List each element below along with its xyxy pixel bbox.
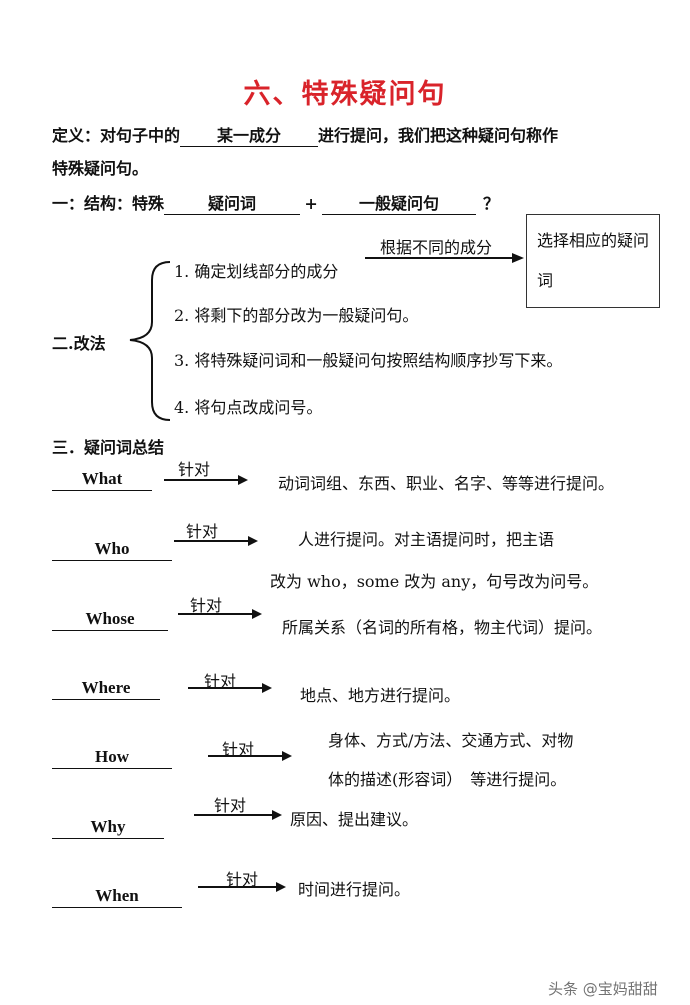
arrow-why xyxy=(194,810,282,820)
desc-whose-1: 所属关系（名词的所有格，物主代词）提问。 xyxy=(282,618,603,637)
definition-line-2: 特殊疑问句。 xyxy=(52,159,149,178)
arrow-label-when: 针对 xyxy=(226,870,259,889)
desc-how-2: 体的描述(形容词） 等进行提问。 xyxy=(328,770,567,789)
arrow-label-why: 针对 xyxy=(214,796,247,815)
arrow-when xyxy=(198,882,286,892)
arrow-label-who: 针对 xyxy=(186,522,219,541)
watermark: 头条 @宝妈甜甜 xyxy=(548,980,658,998)
definition-prefix: 定义：对句子中的 xyxy=(52,126,181,145)
arrow-where xyxy=(188,683,272,693)
method-result-box: 选择相应的疑问词 xyxy=(526,214,660,308)
arrow-label-whose: 针对 xyxy=(190,596,223,615)
desc-how-1: 身体、方式/方法、交通方式、对物 xyxy=(328,731,574,750)
desc-when-1: 时间进行提问。 xyxy=(298,880,411,899)
arrow-what xyxy=(164,475,248,485)
desc-what-1: 动词词组、东西、职业、名字、等等进行提问。 xyxy=(278,474,615,493)
arrow-label-what: 针对 xyxy=(178,460,211,479)
structure-plus: + xyxy=(304,194,318,213)
structure-question-mark: ？ xyxy=(483,194,500,213)
structure-line: 一：结构：特殊疑问词+一般疑问句 ？ xyxy=(52,190,506,215)
question-word-why: Why xyxy=(52,816,164,839)
method-step-2: 2. 将剩下的部分改为一般疑问句。 xyxy=(174,306,419,325)
brace-shape xyxy=(129,261,171,421)
arrow-label-where: 针对 xyxy=(204,672,237,691)
summary-heading: 三．疑问词总结 xyxy=(52,438,165,457)
question-word-what: What xyxy=(52,468,152,491)
question-word-when: When xyxy=(52,885,182,908)
method-label: 二.改法 xyxy=(52,334,106,353)
definition-blank: 某一成分 xyxy=(180,126,319,147)
desc-where-1: 地点、地方进行提问。 xyxy=(300,686,461,705)
desc-why-1: 原因、提出建议。 xyxy=(290,810,419,829)
question-word-whose: Whose xyxy=(52,608,168,631)
arrow-label-how: 针对 xyxy=(222,740,255,759)
method-arrow-label: 根据不同的成分 xyxy=(380,238,493,257)
desc-who-2: 改为 who，some 改为 any，句号改为问号。 xyxy=(270,572,599,591)
desc-who-1: 人进行提问。对主语提问时，把主语 xyxy=(298,530,555,549)
method-step-4: 4. 将句点改成问号。 xyxy=(174,398,323,417)
structure-blank-general-question: 一般疑问句 xyxy=(322,194,477,215)
question-word-who: Who xyxy=(52,538,172,561)
question-word-how: How xyxy=(52,746,172,769)
definition-line-1: 定义：对句子中的某一成分进行提问，我们把这种疑问句称作 xyxy=(52,122,558,147)
structure-blank-question-word: 疑问词 xyxy=(164,194,301,215)
method-step-1: 1. 确定划线部分的成分 xyxy=(174,262,339,281)
method-arrow-head xyxy=(512,253,524,263)
page-title: 六、特殊疑问句 xyxy=(243,79,447,110)
arrow-who xyxy=(174,536,258,546)
definition-suffix: 进行提问，我们把这种疑问句称作 xyxy=(318,126,559,145)
arrow-how xyxy=(208,751,292,761)
question-word-where: Where xyxy=(52,677,160,700)
arrow-whose xyxy=(178,609,262,619)
structure-prefix: 一：结构：特殊 xyxy=(52,194,165,213)
method-step-3: 3. 将特殊疑问词和一般疑问句按照结构顺序抄写下来。 xyxy=(174,351,563,370)
